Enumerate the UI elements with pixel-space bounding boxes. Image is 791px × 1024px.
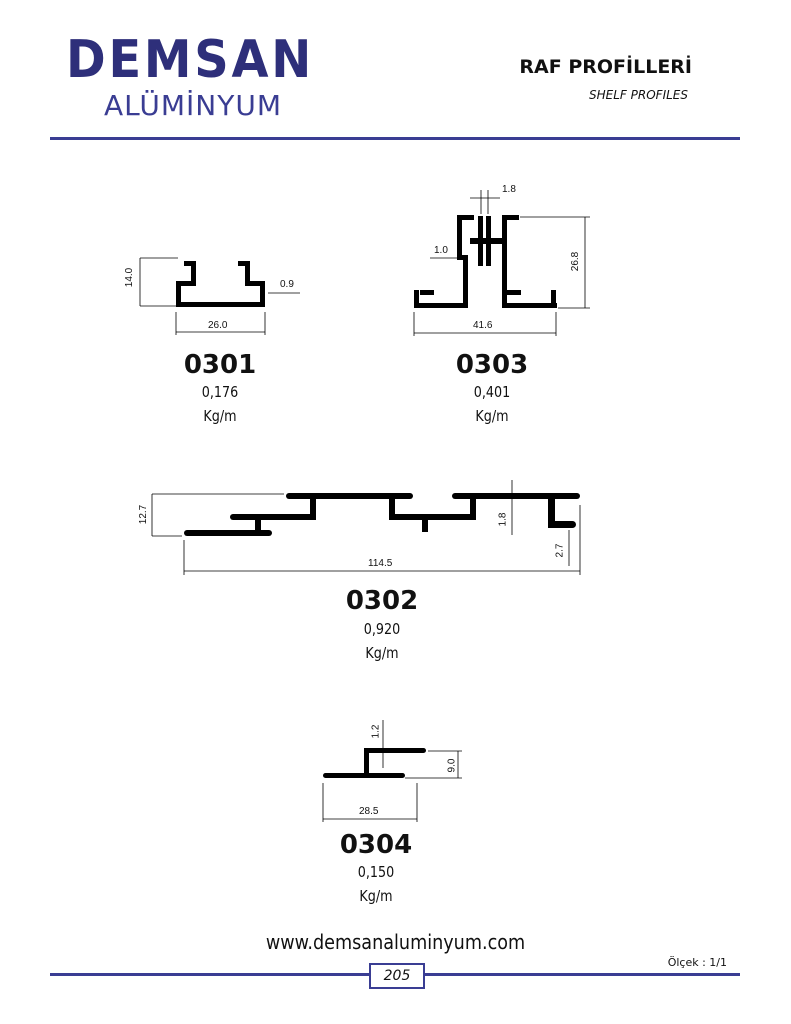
profile-code-0303: 0303 [455, 350, 529, 380]
profile-unit-0302: Kg/m [365, 644, 399, 662]
dim-0301-wall: 0.9 [280, 279, 294, 290]
brand-logo: DEMSAN [66, 30, 315, 90]
profile-code-0301: 0301 [183, 350, 257, 380]
profile-0301-shape [176, 261, 265, 307]
profile-0304-shape [323, 748, 426, 778]
dim-0303-width: 41.6 [473, 320, 493, 331]
profile-0302-dim-lines [151, 480, 581, 575]
dim-0304-height: 9.0 [446, 758, 458, 773]
profile-0302-shape [184, 493, 580, 536]
page-number: 205 [369, 963, 425, 989]
dim-0301-height: 14.0 [124, 267, 136, 288]
profile-unit-0301: Kg/m [203, 407, 237, 425]
profile-weight-0304: 0,150 [357, 863, 395, 881]
dim-0303-height: 26.8 [570, 251, 582, 272]
profile-unit-0304: Kg/m [359, 887, 393, 905]
dim-0302-width: 114.5 [368, 558, 393, 569]
dim-0302-height: 12.7 [138, 504, 150, 525]
profile-0303-dim-lines [413, 190, 590, 336]
dim-0304-wall: 1.2 [370, 724, 382, 739]
profile-code-0304: 0304 [339, 830, 413, 860]
dim-0304-width: 28.5 [359, 806, 379, 817]
dim-0303-wall: 1.0 [434, 245, 448, 256]
dim-0303-top: 1.8 [502, 184, 516, 195]
profile-0303-shape [414, 215, 557, 308]
header-rule [50, 137, 740, 140]
dim-0302-wall: 1.8 [497, 512, 509, 527]
scale-label: Ölçek : 1/1 [667, 956, 727, 969]
page-title: RAF PROFİLLERİ [519, 56, 692, 78]
profile-weight-0301: 0,176 [201, 383, 239, 401]
brand-logo-sub: ALÜMİNYUM [104, 89, 282, 122]
profile-unit-0303: Kg/m [475, 407, 509, 425]
profile-0301-dim-lines [139, 257, 300, 335]
profile-weight-0303: 0,401 [473, 383, 511, 401]
profile-0304-dim-lines [322, 720, 462, 822]
dim-0301-width: 26.0 [208, 320, 228, 331]
profile-code-0302: 0302 [345, 586, 419, 616]
page-subtitle: SHELF PROFILES [589, 88, 688, 102]
dim-0302-lip: 2.7 [554, 543, 566, 558]
profile-weight-0302: 0,920 [363, 620, 401, 638]
website-link[interactable]: www.demsanaluminyum.com [265, 930, 526, 954]
